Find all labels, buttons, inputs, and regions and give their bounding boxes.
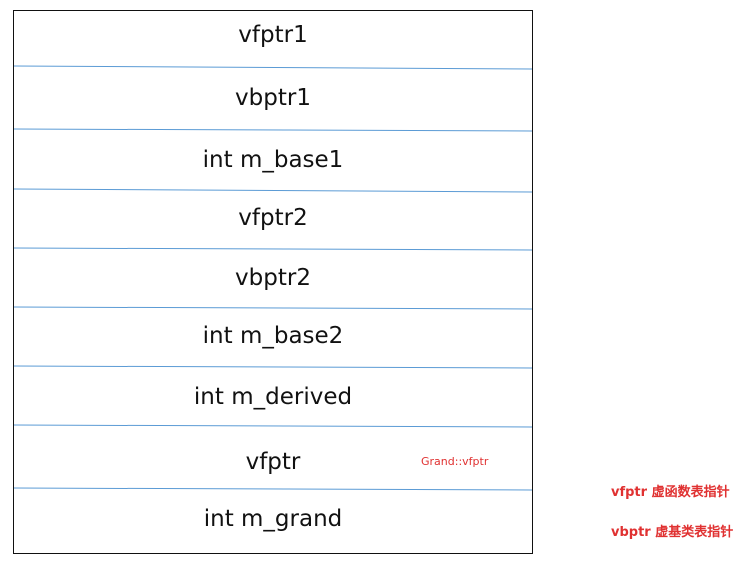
row-label-vbptr1: vbptr1 bbox=[235, 85, 311, 111]
legend-vfptr: vfptr 虚函数表指针 bbox=[611, 485, 730, 500]
row-label-vfptr: vfptr bbox=[245, 449, 301, 475]
grand-vfptr-annotation: Grand::vfptr bbox=[421, 455, 489, 468]
row-label-m-base1: int m_base1 bbox=[202, 147, 344, 173]
memory-layout-box bbox=[13, 10, 533, 554]
row-label-vbptr2: vbptr2 bbox=[235, 265, 311, 291]
row-label-vfptr1: vfptr1 bbox=[238, 22, 308, 48]
row-label-m-grand: int m_grand bbox=[203, 506, 343, 532]
legend-vbptr: vbptr 虚基类表指针 bbox=[611, 525, 734, 540]
row-label-m-derived: int m_derived bbox=[193, 384, 353, 410]
row-label-m-base2: int m_base2 bbox=[202, 323, 344, 349]
row-label-vfptr2: vfptr2 bbox=[238, 205, 308, 231]
